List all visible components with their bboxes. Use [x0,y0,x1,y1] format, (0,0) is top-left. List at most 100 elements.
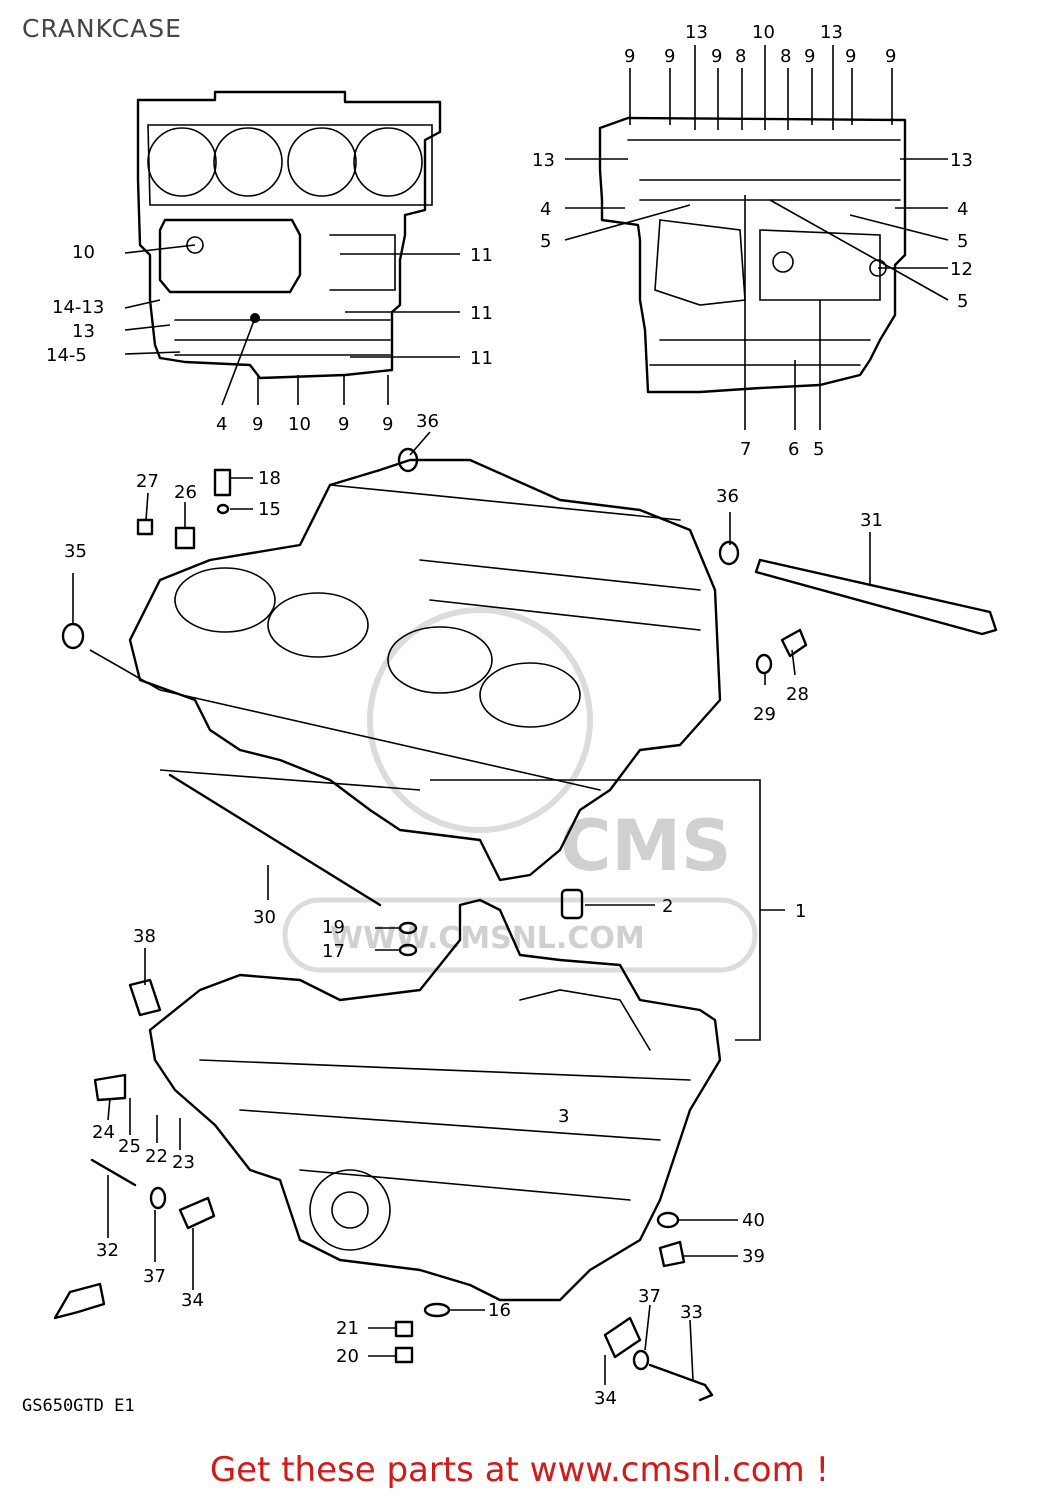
callout-11: 11 [470,303,493,324]
part-37b-shape [632,1349,650,1371]
watermark-brand: CMS [560,805,731,887]
callout-29: 29 [753,704,776,725]
rod-30-shape [168,773,382,907]
callout-9: 9 [382,414,393,435]
callout-5: 5 [540,231,551,252]
callout-34: 34 [181,1290,204,1311]
callout-1: 1 [795,901,806,922]
callout-13: 13 [820,22,843,43]
callout-28: 28 [786,684,809,705]
page-title: CRANKCASE [22,14,182,43]
callout-4: 4 [216,414,227,435]
callout-4: 4 [957,199,968,220]
upper-crankcase [128,458,722,882]
callout-32: 32 [96,1240,119,1261]
callout-36: 36 [716,486,739,507]
callout-9: 9 [804,46,815,67]
callout-4: 4 [540,199,551,220]
callout-5: 5 [957,291,968,312]
callout-31: 31 [860,510,883,531]
upper-case-top-view [136,90,442,380]
callout-10: 10 [752,22,775,43]
callout-33: 33 [680,1302,703,1323]
callout-22: 22 [145,1146,168,1167]
callout-12: 12 [950,259,973,280]
upper-case-bottom-view [598,116,907,394]
callout-13: 13 [72,321,95,342]
callout-10: 10 [72,242,95,263]
callout-14-5: 14-5 [46,345,87,366]
callout-8: 8 [780,46,791,67]
callout-34: 34 [594,1388,617,1409]
callout-30: 30 [253,907,276,928]
leader-lines [72,45,949,1385]
part-38-shape [128,978,162,1017]
callout-9: 9 [845,46,856,67]
callout-24: 24 [92,1122,115,1143]
part-26-shape [174,526,196,550]
model-code: GS650GTD E1 [22,1396,135,1416]
callout-13: 13 [950,150,973,171]
callout-9: 9 [885,46,896,67]
callout-14-13: 14-13 [52,297,104,318]
bolt-32-shape [90,1158,137,1187]
callout-9: 9 [624,46,635,67]
callout-13: 13 [685,22,708,43]
callout-9: 9 [338,414,349,435]
callout-26: 26 [174,482,197,503]
bolt-33-shape [648,1363,714,1402]
callout-25: 25 [118,1136,141,1157]
bolt-31-shape [754,558,998,636]
part-15-shape [216,503,230,515]
callout-21: 21 [336,1318,359,1339]
part-34a-shape [178,1196,216,1230]
dowel-2-shape [560,888,584,920]
callout-37: 37 [638,1286,661,1307]
callout-23: 23 [172,1152,195,1173]
part-21-shape [394,1320,414,1338]
callout-36: 36 [416,411,439,432]
fwd-arrow-icon [53,1282,106,1320]
callout-11: 11 [470,245,493,266]
part-18-shape [213,468,232,497]
part-27-shape [136,518,154,536]
callout-9: 9 [711,46,722,67]
small-parts [53,447,998,1402]
callout-11: 11 [470,348,493,369]
callout-16: 16 [488,1300,511,1321]
callout-39: 39 [742,1246,765,1267]
callout-2: 2 [662,896,673,917]
callout-9: 9 [252,414,263,435]
part-37a-shape [149,1186,167,1210]
callout-37: 37 [143,1266,166,1287]
callout-3: 3 [558,1106,569,1127]
part-39-shape [658,1240,686,1268]
callout-19: 19 [322,917,345,938]
callout-5: 5 [957,231,968,252]
washer-36a-shape [397,447,419,473]
watermark: CMS WWW.CMSNL.COM [282,607,758,973]
callout-labels: 10 14-13 13 14-5 11 11 11 4 9 10 9 9 13 … [46,22,973,1409]
callout-8: 8 [735,46,746,67]
callout-5: 5 [813,439,824,460]
part-40-shape [656,1211,680,1229]
callout-10: 10 [288,414,311,435]
footer-link[interactable]: Get these parts at www.cmsnl.com ! [209,1450,830,1490]
callout-17: 17 [322,941,345,962]
callout-13: 13 [532,150,555,171]
callout-7: 7 [740,439,751,460]
part-16-shape [423,1302,451,1318]
callout-35: 35 [64,541,87,562]
callout-9: 9 [664,46,675,67]
callout-27: 27 [136,471,159,492]
callout-38: 38 [133,926,156,947]
plug-35-shape [61,622,85,650]
part-34b-shape [603,1316,642,1359]
callout-15: 15 [258,499,281,520]
callout-6: 6 [788,439,799,460]
callout-18: 18 [258,468,281,489]
part-29-shape [755,653,773,675]
washer-36b-shape [718,540,740,566]
part-24-shape [93,1073,127,1102]
